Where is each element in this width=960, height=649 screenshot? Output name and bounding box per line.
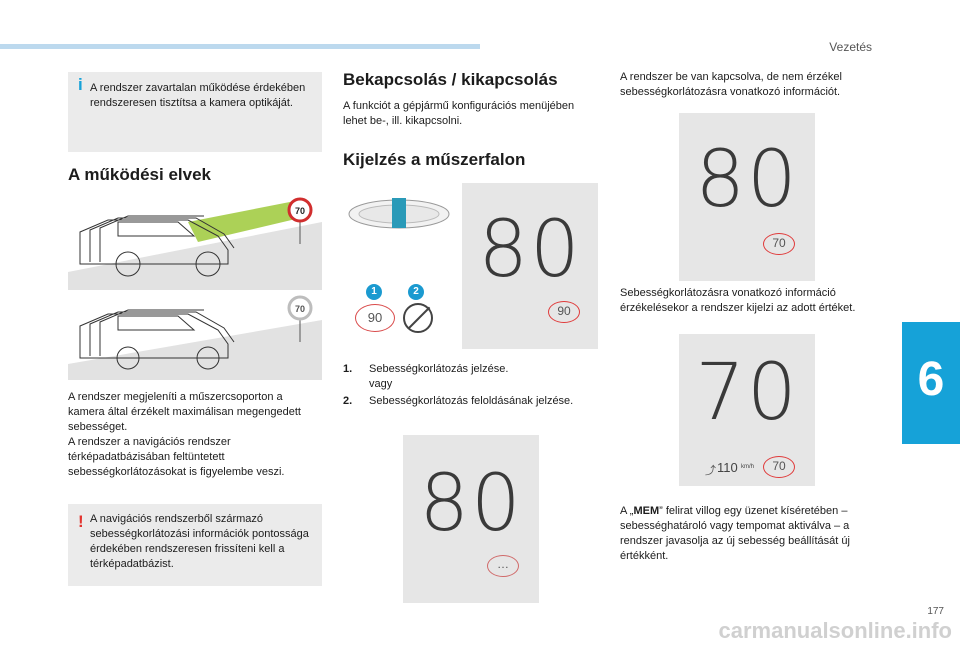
limit-sign-90: 90 bbox=[355, 304, 395, 332]
legend-text: Sebességkorlátozás jelzése. vagy bbox=[369, 363, 509, 390]
legend-item-1: 1. Sebességkorlátozás jelzése. vagy bbox=[343, 362, 601, 392]
legend-num: 1. bbox=[343, 363, 353, 375]
display-speed: 80 bbox=[419, 459, 523, 549]
cluster-display-1: 80 90 bbox=[462, 183, 598, 349]
warning-note-text: A navigációs rendszerből származó sebess… bbox=[90, 513, 309, 570]
limit-end-sign bbox=[403, 303, 433, 333]
chapter-tab: 6 bbox=[902, 322, 960, 444]
legend-list: 1. Sebességkorlátozás jelzése. vagy 2. S… bbox=[343, 362, 601, 411]
info-icon: i bbox=[78, 75, 83, 94]
chapter-number: 6 bbox=[917, 353, 945, 406]
display-speed: 80 bbox=[478, 205, 582, 295]
marker-1: 1 bbox=[366, 284, 382, 300]
cruise-value: 110 bbox=[717, 460, 738, 475]
header-bar bbox=[0, 44, 480, 49]
watermark: carmanualsonline.info bbox=[718, 618, 953, 643]
warning-icon: ! bbox=[78, 512, 84, 531]
info-note-text: A rendszer zavartalan működése érdekében… bbox=[90, 82, 306, 109]
instrument-stalk-illustration bbox=[348, 198, 450, 229]
cruise-icon: ⤴ bbox=[705, 465, 716, 477]
section-title: Vezetés bbox=[829, 40, 872, 54]
marker-2: 2 bbox=[408, 284, 424, 300]
speed-sign-70-red: 70 bbox=[295, 206, 305, 216]
right-paragraph-3: A „MEM” felirat villog egy üzenet kísére… bbox=[620, 504, 870, 564]
display-limit: … bbox=[487, 555, 519, 577]
speed-sign-70-grey: 70 bbox=[295, 304, 305, 314]
car-camera-illustration-1: 70 bbox=[68, 197, 322, 290]
cluster-display-3: 80 70 bbox=[679, 113, 815, 281]
section-heading-onoff: Bekapcsolás / kikapcsolás bbox=[343, 70, 558, 89]
mem-label: MEM bbox=[633, 505, 660, 517]
display-speed: 70 bbox=[695, 348, 799, 438]
section-heading-principles: A működési elvek bbox=[68, 165, 211, 184]
info-note: i A rendszer zavartalan működése érdekéb… bbox=[68, 72, 322, 152]
section-heading-display: Kijelzés a műszerfalon bbox=[343, 150, 526, 169]
legend-item-2: 2. Sebességkorlátozás feloldásának jelzé… bbox=[343, 394, 601, 409]
display-limit: 70 bbox=[763, 456, 795, 478]
page-number: 177 bbox=[927, 606, 944, 617]
onoff-paragraph: A funkciót a gépjármű konfigurációs menü… bbox=[343, 100, 575, 127]
cluster-display-4: 70 ⤴ 110 km/h 70 bbox=[679, 334, 815, 486]
display-speed: 80 bbox=[695, 135, 799, 225]
cruise-unit: km/h bbox=[741, 464, 755, 470]
right-paragraph-1: A rendszer be van kapcsolva, de nem érzé… bbox=[620, 71, 842, 98]
mem-suffix: ” felirat villog egy üzenet kíséretében … bbox=[620, 505, 850, 562]
car-camera-illustration-2: 70 bbox=[68, 295, 322, 380]
legend-text: Sebességkorlátozás feloldásának jelzése. bbox=[369, 395, 574, 407]
legend-num: 2. bbox=[343, 395, 353, 407]
right-paragraph-2: Sebességkorlátozásra vonatkozó informáci… bbox=[620, 287, 856, 314]
warning-note: ! A navigációs rendszerből származó sebe… bbox=[68, 504, 322, 586]
principles-paragraph: A rendszer megjeleníti a műszercsoporton… bbox=[68, 391, 301, 478]
mem-prefix: A „ bbox=[620, 505, 634, 517]
display-limit: 70 bbox=[763, 233, 795, 255]
display-limit: 90 bbox=[548, 301, 580, 323]
cluster-display-2: 80 … bbox=[403, 435, 539, 603]
